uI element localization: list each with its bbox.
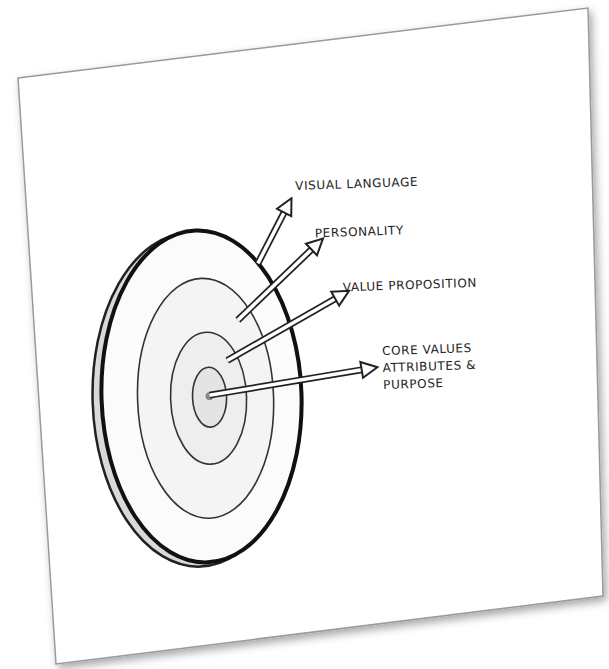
leader-arrow bbox=[256, 212, 286, 263]
second-ring bbox=[133, 276, 277, 521]
callout-label: VALUE PROPOSITION bbox=[343, 275, 478, 296]
leader-arrow bbox=[209, 370, 363, 395]
leader-arrow bbox=[235, 250, 313, 321]
outer-ring bbox=[96, 227, 307, 566]
callout-label: PERSONALITY bbox=[315, 222, 404, 242]
callout-label: CORE VALUES ATTRIBUTES & PURPOSE bbox=[382, 340, 484, 394]
leader-arrow bbox=[225, 299, 337, 361]
card-sheet bbox=[18, 8, 603, 664]
inner-ring bbox=[192, 367, 228, 428]
callout-label: VISUAL LANGUAGE bbox=[295, 174, 418, 195]
